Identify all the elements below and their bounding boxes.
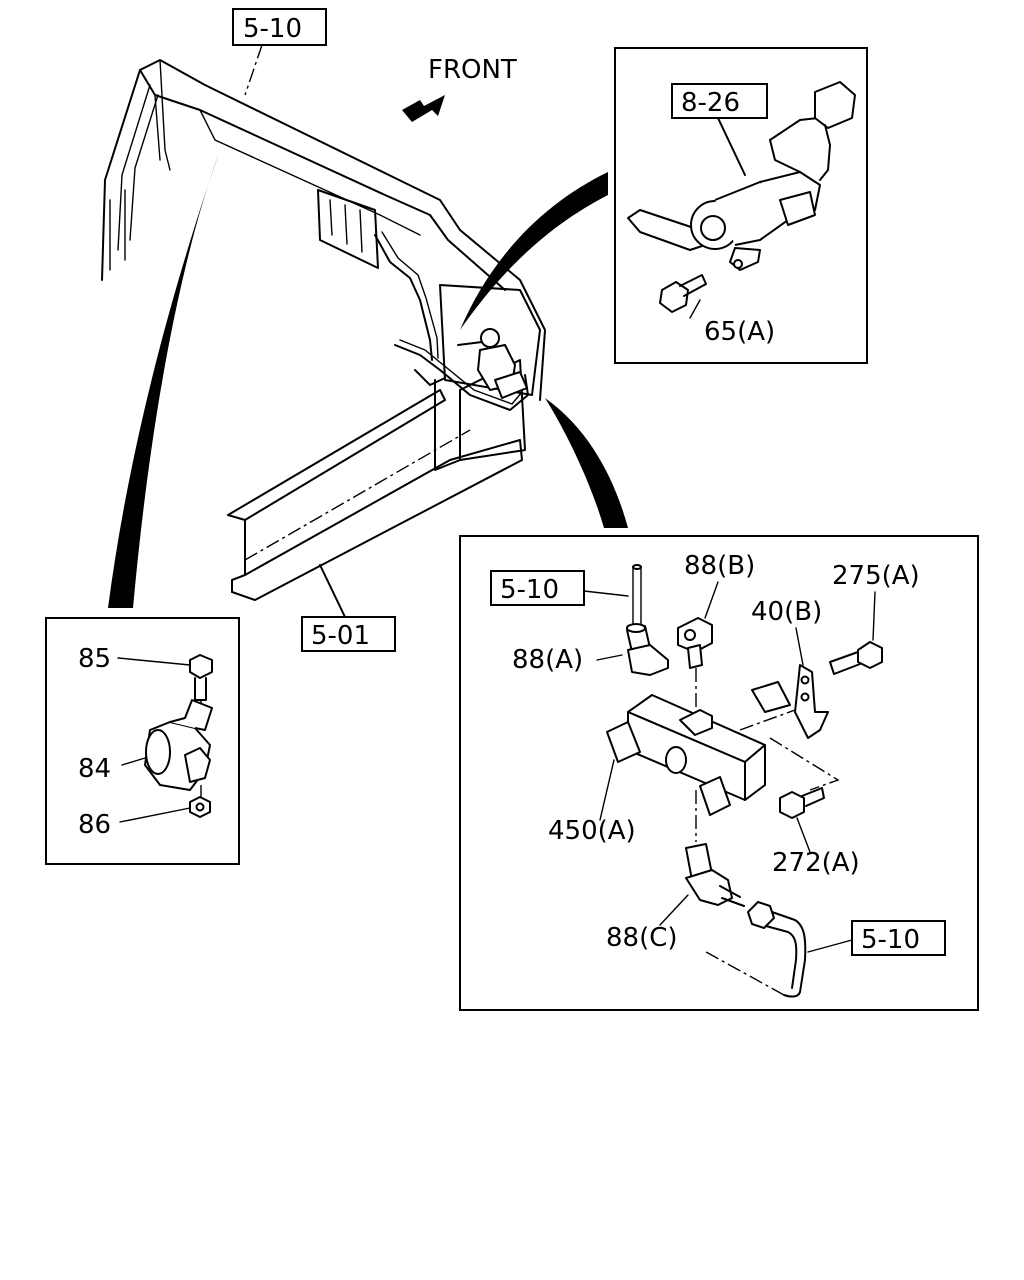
pipe-5-10-lower <box>705 901 807 998</box>
ref-5-01: 5-01 <box>311 621 370 651</box>
valve-body-450a <box>606 694 766 816</box>
part-86-label: 86 <box>78 810 111 840</box>
fitting-88b <box>677 617 713 669</box>
bolt-85 <box>189 654 213 701</box>
part-272a-label: 272(A) <box>772 848 860 878</box>
ref-box-5-10-top <box>232 8 327 46</box>
detail-box-bracket <box>45 617 240 865</box>
ref-8-26: 8-26 <box>681 88 740 118</box>
front-arrow <box>402 95 445 122</box>
nut-86 <box>189 796 211 818</box>
part-40b-label: 40(B) <box>751 597 822 627</box>
detail-box-valve <box>459 535 979 1011</box>
callout-pointer-valve <box>545 398 628 528</box>
part-88a-label: 88(A) <box>512 645 583 675</box>
bracket-40b <box>751 664 829 739</box>
part-88b-label: 88(B) <box>684 551 755 581</box>
callout-pointer-sensor <box>460 172 608 330</box>
ref-5-10-top: 5-10 <box>243 14 302 44</box>
ref-box-8-26 <box>671 83 768 119</box>
ref-box-5-10-lower <box>851 920 946 956</box>
part-450a-label: 450(A) <box>548 816 636 846</box>
sensor-part <box>627 81 856 271</box>
bolt-65a <box>659 274 707 313</box>
ref-5-10-lower: 5-10 <box>861 925 920 955</box>
bolt-275a <box>829 641 883 675</box>
ref-box-5-10-inner <box>490 570 585 606</box>
detail-box-sensor <box>614 47 868 364</box>
frame-cross-member <box>101 59 546 471</box>
fitting-88a <box>626 623 669 676</box>
fitting-88c <box>685 843 745 907</box>
part-84-label: 84 <box>78 754 111 784</box>
part-65a-label: 65(A) <box>704 317 775 347</box>
ref-box-5-01 <box>301 616 396 652</box>
bolt-272a <box>779 787 825 819</box>
front-label: FRONT <box>428 55 517 85</box>
part-88c-label: 88(C) <box>606 923 678 953</box>
part-275a-label: 275(A) <box>832 561 920 591</box>
part-85-label: 85 <box>78 644 111 674</box>
ref-5-10-inner: 5-10 <box>500 575 559 605</box>
frame-rail <box>227 389 523 601</box>
bracket-84 <box>144 699 213 791</box>
callout-pointer-bracket <box>108 150 220 608</box>
